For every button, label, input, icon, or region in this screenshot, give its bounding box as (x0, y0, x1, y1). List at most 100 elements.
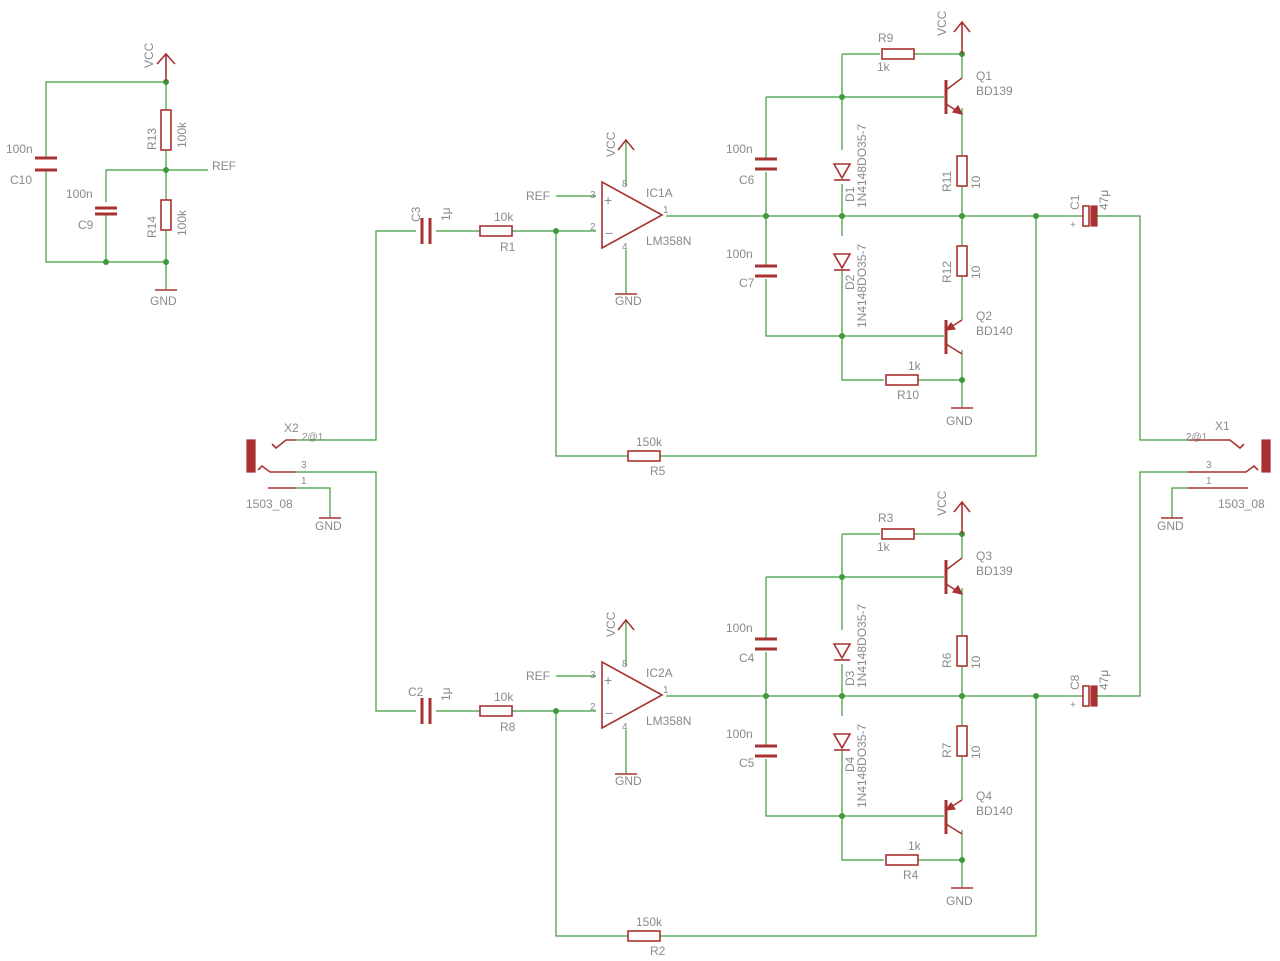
q1-name: Q1 (976, 69, 992, 83)
c10-value: 100n (6, 142, 33, 156)
x2-pin-tip: 2@1 (302, 432, 324, 443)
r2-resistor (627, 930, 661, 942)
q4-transistor (944, 799, 963, 835)
c10-name: C10 (10, 173, 32, 187)
q3-name: Q3 (976, 549, 992, 563)
r7-name: R7 (940, 742, 954, 758)
r3-value: 1k (877, 540, 891, 554)
r5-value: 150k (636, 435, 663, 449)
c8-name: C8 (1068, 674, 1082, 690)
r6-value: 10 (969, 655, 983, 669)
r7-value: 10 (969, 745, 983, 759)
ic2a-opamp (601, 660, 664, 730)
ic1a-vcc-label: VCC (604, 131, 618, 157)
r14-name: R14 (145, 216, 159, 238)
r13-resistor (160, 109, 172, 151)
ic2a-ref-label: REF (526, 669, 550, 683)
q2-value: BD140 (976, 324, 1013, 338)
svg-text:+: + (1070, 220, 1076, 231)
x2-name: X2 (284, 421, 299, 435)
c5-value: 100n (726, 727, 753, 741)
x2-pin-ring: 3 (301, 460, 307, 471)
c2-value: 1μ (439, 687, 453, 701)
d3-name: D3 (843, 670, 857, 686)
c9-value: 100n (66, 187, 93, 201)
d1-name: D1 (843, 186, 857, 202)
x1-pin-tip: 2@1 (1186, 432, 1208, 443)
c2-name: C2 (408, 685, 424, 699)
ic2a-pin-plus: 3 (590, 670, 596, 681)
ic2a-name: IC2A (646, 666, 673, 680)
ic1a-pin-out: 1 (663, 205, 669, 216)
d2-value: 1N4148DO35-7 (855, 244, 869, 328)
c6-capacitor (755, 157, 777, 171)
r6-resistor (956, 635, 968, 667)
gnd-q4-label: GND (946, 894, 973, 908)
r5-name: R5 (650, 464, 666, 478)
ic2a-gnd-label: GND (615, 774, 642, 788)
r2-value: 150k (636, 915, 663, 929)
ic2a-minus-sign: − (605, 705, 613, 721)
d4-name: D4 (843, 756, 857, 772)
r3-resistor (881, 528, 915, 540)
d3-value: 1N4148DO35-7 (855, 604, 869, 688)
c8-value: 47μ (1097, 670, 1111, 690)
r11-resistor (956, 155, 968, 187)
vcc-q3-symbol (953, 500, 971, 534)
d3-diode (832, 643, 852, 661)
gnd-q2-label: GND (946, 414, 973, 428)
q1-transistor (944, 77, 964, 115)
r9-value: 1k (877, 60, 891, 74)
channel-1: C3 1μ 10k R1 + − REF 3 2 1 8 4 IC1A LM35… (296, 10, 1188, 478)
r1-value: 10k (494, 210, 514, 224)
r14-resistor (160, 199, 172, 231)
r2-name: R2 (650, 944, 666, 958)
c3-capacitor (420, 218, 432, 244)
r3-name: R3 (878, 511, 894, 525)
r13-value: 100k (175, 121, 189, 148)
x2-gnd-label: GND (315, 519, 342, 533)
r11-value: 10 (969, 175, 983, 189)
ic1a-gnd-label: GND (615, 294, 642, 308)
d4-value: 1N4148DO35-7 (855, 724, 869, 808)
r5-resistor (627, 450, 661, 462)
q4-name: Q4 (976, 789, 992, 803)
r10-name: R10 (897, 388, 919, 402)
ic1a-pin-minus: 2 (590, 222, 596, 233)
r14-value: 100k (175, 209, 189, 236)
q4-value: BD140 (976, 804, 1013, 818)
x1-pin-sleeve: 1 (1206, 476, 1212, 487)
c7-value: 100n (726, 247, 753, 261)
ic1a-name: IC1A (646, 186, 673, 200)
ic1a-pin-vcc: 8 (622, 179, 628, 190)
c4-capacitor (755, 637, 777, 651)
c10-capacitor (35, 156, 57, 172)
c5-name: C5 (739, 756, 755, 770)
q1-value: BD139 (976, 84, 1013, 98)
vcc-symbol (156, 52, 176, 82)
ref-divider: VCC 100n C10 R13 100k REF 100n C9 R14 10… (6, 42, 236, 308)
r12-value: 10 (969, 265, 983, 279)
ic2a-vcc-symbol (617, 618, 635, 631)
ic1a-opamp (601, 180, 664, 250)
x2-pin-sleeve: 1 (301, 476, 307, 487)
c1-capacitor: + (1070, 205, 1098, 231)
ic1a-pin-gnd: 4 (622, 242, 628, 253)
c4-value: 100n (726, 621, 753, 635)
x1-pin-ring: 3 (1206, 460, 1212, 471)
ic2a-pin-out: 1 (663, 685, 669, 696)
ic1a-pin-plus: 3 (590, 190, 596, 201)
channel-2: C2 1μ 10k R8 + − REF 3 2 1 8 4 IC2A LM35… (296, 471, 1188, 958)
jack-x1: X1 2@1 3 1 1503_08 GND (1157, 419, 1271, 533)
q3-value: BD139 (976, 564, 1013, 578)
r9-name: R9 (878, 31, 894, 45)
ref-label: REF (212, 159, 236, 173)
d2-diode (832, 253, 852, 271)
c1-name: C1 (1068, 194, 1082, 210)
r8-value: 10k (494, 690, 514, 704)
vcc-q3-label: VCC (935, 490, 949, 516)
c8-capacitor: + (1070, 685, 1098, 711)
ic1a-ref-label: REF (526, 189, 550, 203)
x1-name: X1 (1215, 419, 1230, 433)
vcc-label: VCC (142, 42, 156, 68)
